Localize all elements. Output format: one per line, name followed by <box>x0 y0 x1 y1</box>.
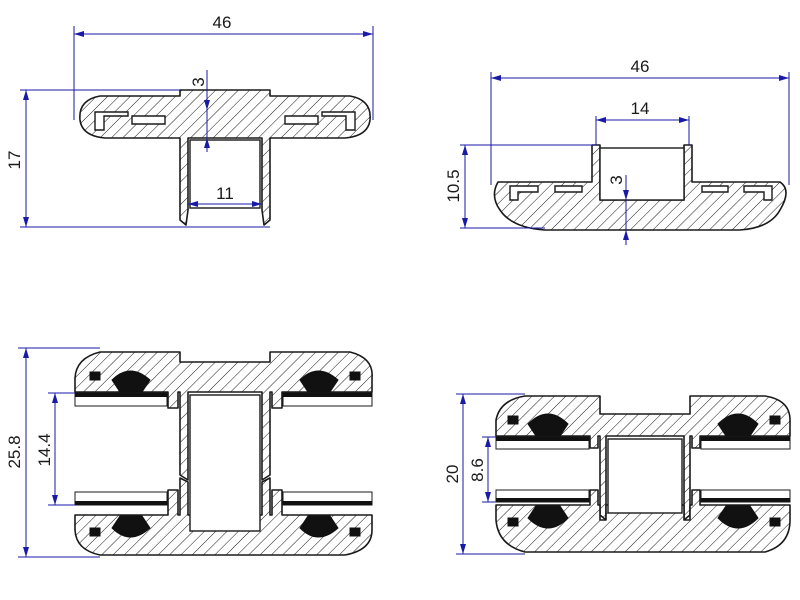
profile-a-channel <box>189 139 261 209</box>
assembly-b-gaskets <box>507 413 781 529</box>
assembly-b-gap-label: 8.6 <box>468 458 487 482</box>
profile-a-slot-left <box>94 111 129 131</box>
assembly-a-channel <box>189 394 261 532</box>
profile-a-height-label: 17 <box>5 151 24 170</box>
profile-a-width-label: 46 <box>213 13 232 32</box>
assembly-a: 25.8 14.4 <box>5 347 373 558</box>
profile-b-slot-left <box>509 185 539 201</box>
profile-b-slot-left-inner <box>554 185 583 193</box>
profile-b-web-label: 3 <box>607 175 626 184</box>
profile-b-width-label: 46 <box>631 57 650 76</box>
assembly-a-overall-label: 25.8 <box>5 435 24 468</box>
assembly-b-top-profile <box>495 395 791 521</box>
profile-b-section <box>493 144 787 231</box>
assembly-b-bottom-profile <box>495 489 791 553</box>
assembly-b: 20 8.6 <box>443 393 791 555</box>
assembly-a-gap-label: 14.4 <box>35 433 54 466</box>
profile-b: 46 14 10.5 3 <box>444 57 790 245</box>
profile-a-web-label: 3 <box>189 77 208 86</box>
profile-b-slot-right <box>743 185 773 201</box>
profile-b-height-label: 10.5 <box>444 169 463 202</box>
profile-a-slot-left-inner <box>131 115 166 125</box>
profile-a-channel-label: 11 <box>216 184 234 203</box>
profile-b-slot-right-inner <box>701 185 729 193</box>
profile-b-channel <box>599 147 685 201</box>
assembly-a-top-profile <box>74 351 373 481</box>
assembly-b-overall-label: 20 <box>443 465 462 484</box>
profile-b-channel-label: 14 <box>631 99 650 118</box>
profile-a: 46 17 3 11 <box>5 13 374 228</box>
assembly-a-gaskets <box>89 370 361 538</box>
assembly-b-channel <box>607 438 683 514</box>
profile-a-slot-right-inner <box>284 115 319 125</box>
profile-a-slot-right <box>321 111 356 131</box>
